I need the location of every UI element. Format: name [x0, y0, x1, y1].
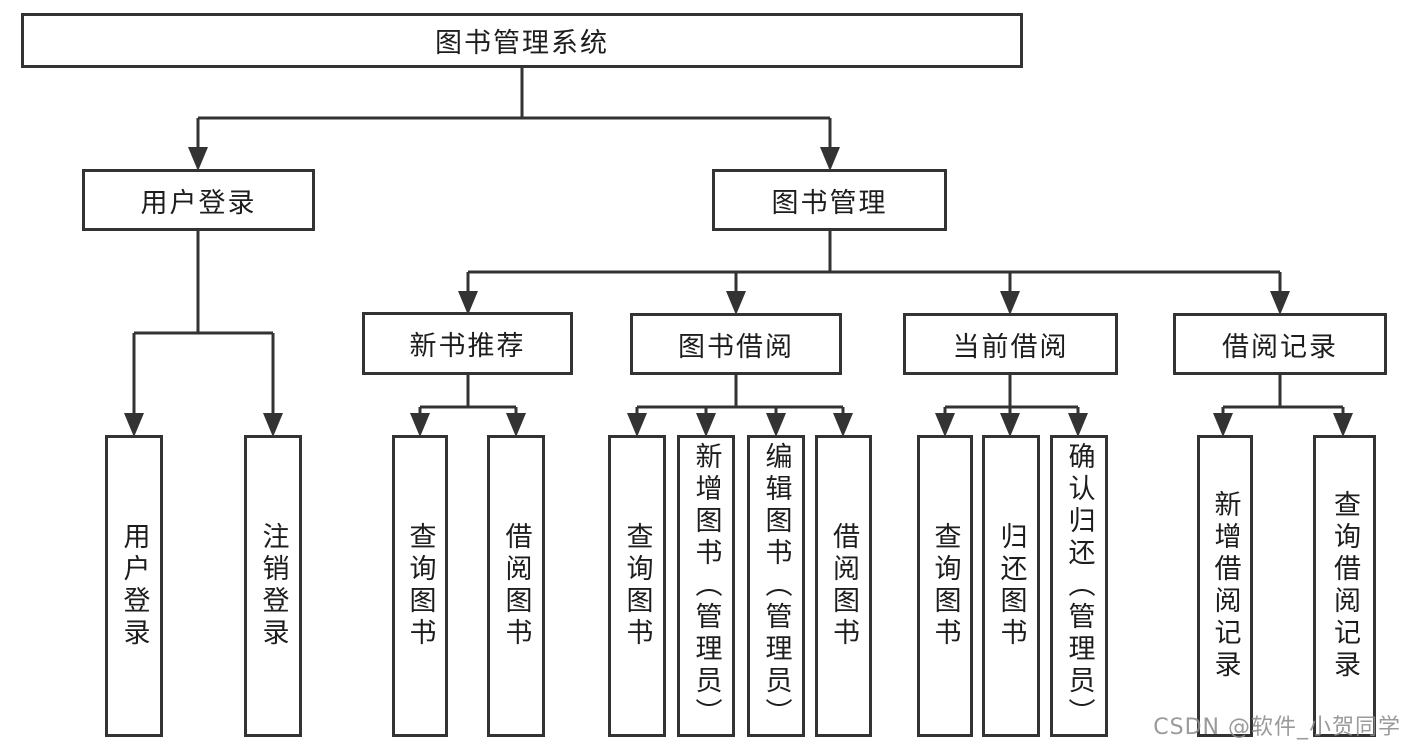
edge-user-login-to-leaves	[132, 231, 275, 433]
edge-root-to-level2	[196, 68, 832, 167]
edge-borrowing-records-to-leaves	[1221, 375, 1345, 433]
node-leaf-return-books: 归还图书	[982, 435, 1040, 737]
node-leaf-query-books-recommend: 查询图书	[392, 435, 448, 737]
node-label: 图书管理	[771, 187, 888, 219]
node-leaf-add-borrow-record: 新增借阅记录	[1197, 435, 1253, 737]
node-book-management-system: 图书管理系统	[21, 13, 1023, 68]
node-leaf-edit-books-admin: 编辑图书（管理员）	[747, 435, 805, 737]
arrowhead-icons	[124, 147, 1353, 437]
watermark: CSDN @软件_小贺同学	[1153, 715, 1401, 740]
node-new-book-recommendation: 新书推荐	[362, 312, 573, 375]
node-label: 查询图书	[929, 522, 961, 650]
node-book-management: 图书管理	[712, 169, 947, 231]
node-label: 注销登录	[257, 522, 289, 650]
node-label: 借阅记录	[1222, 331, 1338, 363]
edge-book-management-to-level3	[466, 231, 1282, 311]
node-label: 用户登录	[140, 187, 257, 219]
node-label: 确认归还（管理员）	[1063, 442, 1095, 730]
node-label: 借阅图书	[828, 522, 859, 650]
node-label: 查询图书	[404, 522, 436, 650]
node-leaf-query-books-current: 查询图书	[917, 435, 973, 737]
node-label: 用户登录	[118, 522, 150, 650]
node-label: 借阅图书	[500, 522, 532, 650]
node-leaf-borrow-books-recommend: 借阅图书	[487, 435, 545, 737]
node-user-login: 用户登录	[82, 169, 315, 231]
node-book-borrowing: 图书借阅	[630, 313, 842, 375]
edges	[132, 68, 1345, 433]
node-label: 查询借阅记录	[1329, 490, 1360, 682]
node-leaf-borrow-books: 借阅图书	[815, 435, 872, 737]
node-label: 新增图书（管理员）	[690, 442, 722, 730]
node-label: 新增借阅记录	[1209, 490, 1241, 682]
node-label: 图书管理系统	[435, 28, 609, 59]
node-label: 归还图书	[995, 522, 1027, 650]
node-leaf-query-borrow-record: 查询借阅记录	[1313, 435, 1376, 737]
node-leaf-query-books-borrowing: 查询图书	[608, 435, 666, 737]
node-label: 编辑图书（管理员）	[760, 442, 792, 730]
node-label: 当前借阅	[952, 331, 1069, 363]
node-label: 图书借阅	[678, 331, 794, 363]
edge-new-book-to-leaves	[418, 375, 518, 433]
node-leaf-confirm-return-admin: 确认归还（管理员）	[1050, 435, 1108, 737]
edge-book-borrowing-to-leaves	[635, 375, 845, 433]
node-borrowing-records: 借阅记录	[1173, 313, 1387, 375]
node-label: 查询图书	[621, 522, 653, 650]
node-leaf-logout: 注销登录	[244, 435, 302, 737]
node-label: 新书推荐	[409, 331, 526, 362]
node-current-borrowing: 当前借阅	[903, 313, 1118, 375]
node-leaf-user-login: 用户登录	[105, 435, 163, 737]
node-leaf-add-books-admin: 新增图书（管理员）	[677, 435, 735, 737]
